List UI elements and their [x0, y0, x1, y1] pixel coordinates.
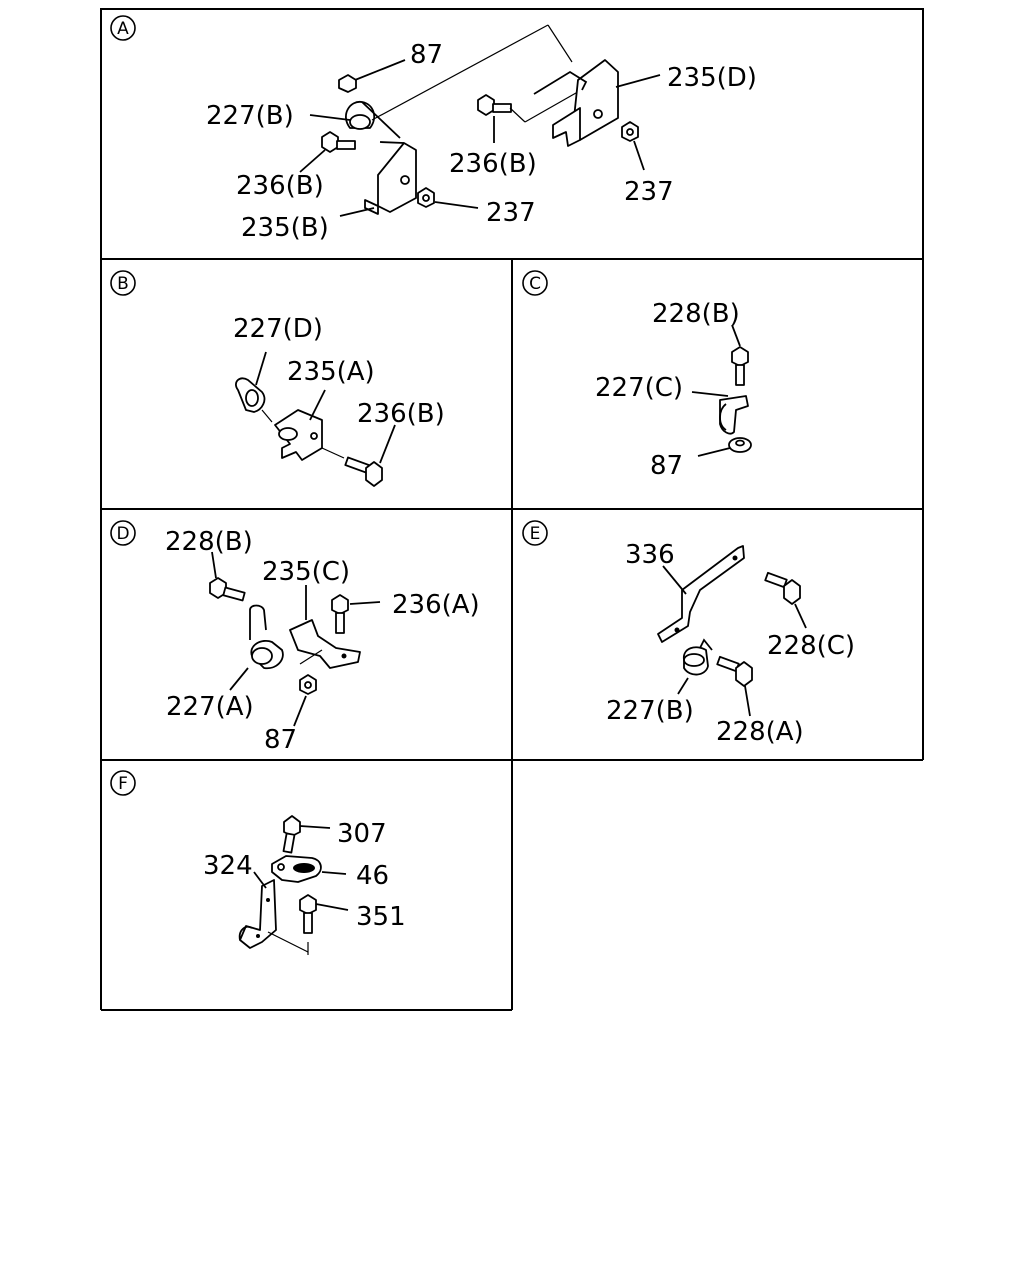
- panel-e-badge: E: [522, 520, 548, 546]
- label-351: 351: [356, 902, 406, 932]
- label-237: 237: [486, 198, 536, 228]
- nut-87-d: [293, 674, 317, 727]
- bracket-235a: [274, 389, 326, 461]
- label-228b: 228(B): [165, 527, 253, 557]
- bracket-235d: [533, 59, 661, 147]
- svg-text:F: F: [118, 774, 128, 794]
- label-46: 46: [356, 861, 389, 891]
- bolt-236a: [331, 594, 381, 634]
- panel-frames: [100, 8, 924, 1011]
- label-307: 307: [337, 819, 387, 849]
- clamp-227c: [691, 391, 749, 435]
- label-87: 87: [650, 451, 683, 481]
- bolt-236b-a-center: [477, 84, 591, 143]
- label-227d: 227(D): [233, 314, 323, 344]
- panel-d: D 228(B) 235: [110, 520, 480, 755]
- bolt-228b-c: [731, 324, 749, 386]
- svg-text:C: C: [529, 274, 541, 294]
- clamp-227b-e: [677, 638, 713, 695]
- bolt-236b-a-left: [299, 131, 356, 173]
- label-228c: 228(C): [767, 631, 855, 661]
- panel-d-badge: D: [110, 520, 136, 546]
- bolt-307: [282, 815, 331, 854]
- svg-text:B: B: [117, 274, 129, 294]
- clamp-227a: [229, 604, 284, 691]
- label-228b: 228(B): [652, 299, 740, 329]
- label-237-right: 237: [624, 177, 674, 207]
- label-236a: 236(A): [392, 590, 480, 620]
- label-235d: 235(D): [667, 63, 757, 93]
- bracket-324: [238, 871, 309, 955]
- panel-a: A: [110, 15, 757, 243]
- svg-text:E: E: [530, 524, 541, 544]
- label-227b: 227(B): [606, 696, 694, 726]
- bolt-228c: [764, 571, 807, 629]
- clip-227d: [235, 351, 273, 423]
- panel-e: E 336 228(C) 227(B) 228(A): [522, 520, 855, 747]
- bolt-228a: [716, 655, 753, 717]
- label-236b: 236(B): [236, 171, 324, 201]
- clip-46: [271, 855, 347, 883]
- label-87: 87: [410, 40, 443, 70]
- label-87: 87: [264, 725, 297, 755]
- connector-line-a: [371, 24, 549, 121]
- label-324: 324: [203, 851, 253, 881]
- label-235c: 235(C): [262, 557, 350, 587]
- svg-text:D: D: [116, 524, 129, 544]
- panel-b-badge: B: [110, 270, 136, 296]
- label-336: 336: [625, 540, 675, 570]
- panel-f-badge: F: [110, 770, 136, 796]
- bracket-235b: [339, 141, 417, 217]
- nut-237-a-right: [621, 121, 645, 171]
- bolt-228b-d: [209, 551, 246, 602]
- bolt-351: [299, 894, 349, 934]
- bolt-236b-b: [321, 424, 396, 487]
- label-227b: 227(B): [206, 101, 294, 131]
- label-235a: 235(A): [287, 357, 375, 387]
- label-236b-center: 236(B): [449, 149, 537, 179]
- bracket-235c: [289, 585, 361, 669]
- panel-c-badge: C: [522, 270, 548, 296]
- clamp-227b-a: [309, 101, 401, 139]
- nut-87-c: [697, 437, 752, 457]
- label-235b: 235(B): [241, 213, 329, 243]
- label-228a: 228(A): [716, 717, 804, 747]
- svg-text:A: A: [117, 19, 129, 39]
- bracket-336: [657, 545, 745, 643]
- label-236b: 236(B): [357, 399, 445, 429]
- label-227a: 227(A): [166, 692, 254, 722]
- panel-f: F 307 324 46 35: [110, 770, 406, 955]
- panel-c: C 228(B) 227(C) 87: [522, 270, 752, 481]
- nut-237-a-left: [417, 187, 479, 209]
- panel-b: B 227(D) 235(A) 236(B): [110, 270, 445, 487]
- nut-87-a: [338, 59, 406, 93]
- panel-a-badge: A: [110, 15, 136, 41]
- label-227c: 227(C): [595, 373, 683, 403]
